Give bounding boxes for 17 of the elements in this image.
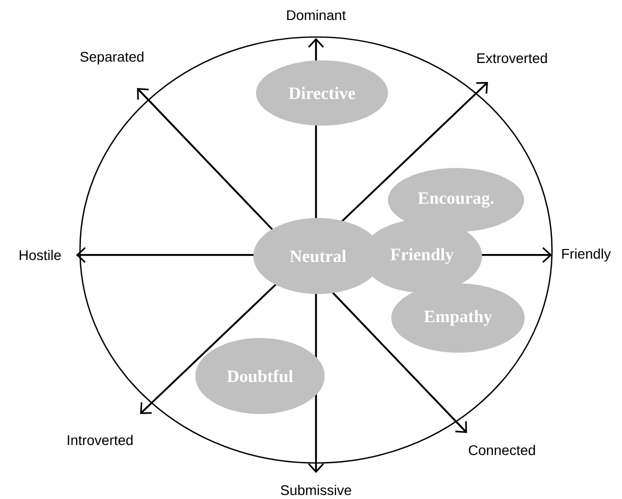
ellipse-node: Friendly <box>362 219 482 293</box>
node-label: Encourag. <box>418 192 494 208</box>
direction-label: Introverted <box>68 434 133 446</box>
direction-label: Submissive <box>280 484 352 496</box>
direction-label: Extroverted <box>477 52 547 64</box>
direction-label: Connected <box>468 444 535 456</box>
direction-label: Friendly <box>562 248 611 262</box>
node-label: Neutral <box>290 250 346 262</box>
ellipse-node: Doubtful <box>195 338 325 414</box>
direction-label: Separated <box>80 51 144 65</box>
direction-label: Dominant <box>287 10 346 20</box>
node-label: Friendly <box>390 248 454 264</box>
direction-label: Hostile <box>20 250 61 260</box>
ellipse-node: Empathy <box>391 283 525 353</box>
ellipse-node: Neutral <box>253 218 383 294</box>
node-label: Empathy <box>424 310 492 326</box>
ellipse-node: Directive <box>256 60 388 126</box>
